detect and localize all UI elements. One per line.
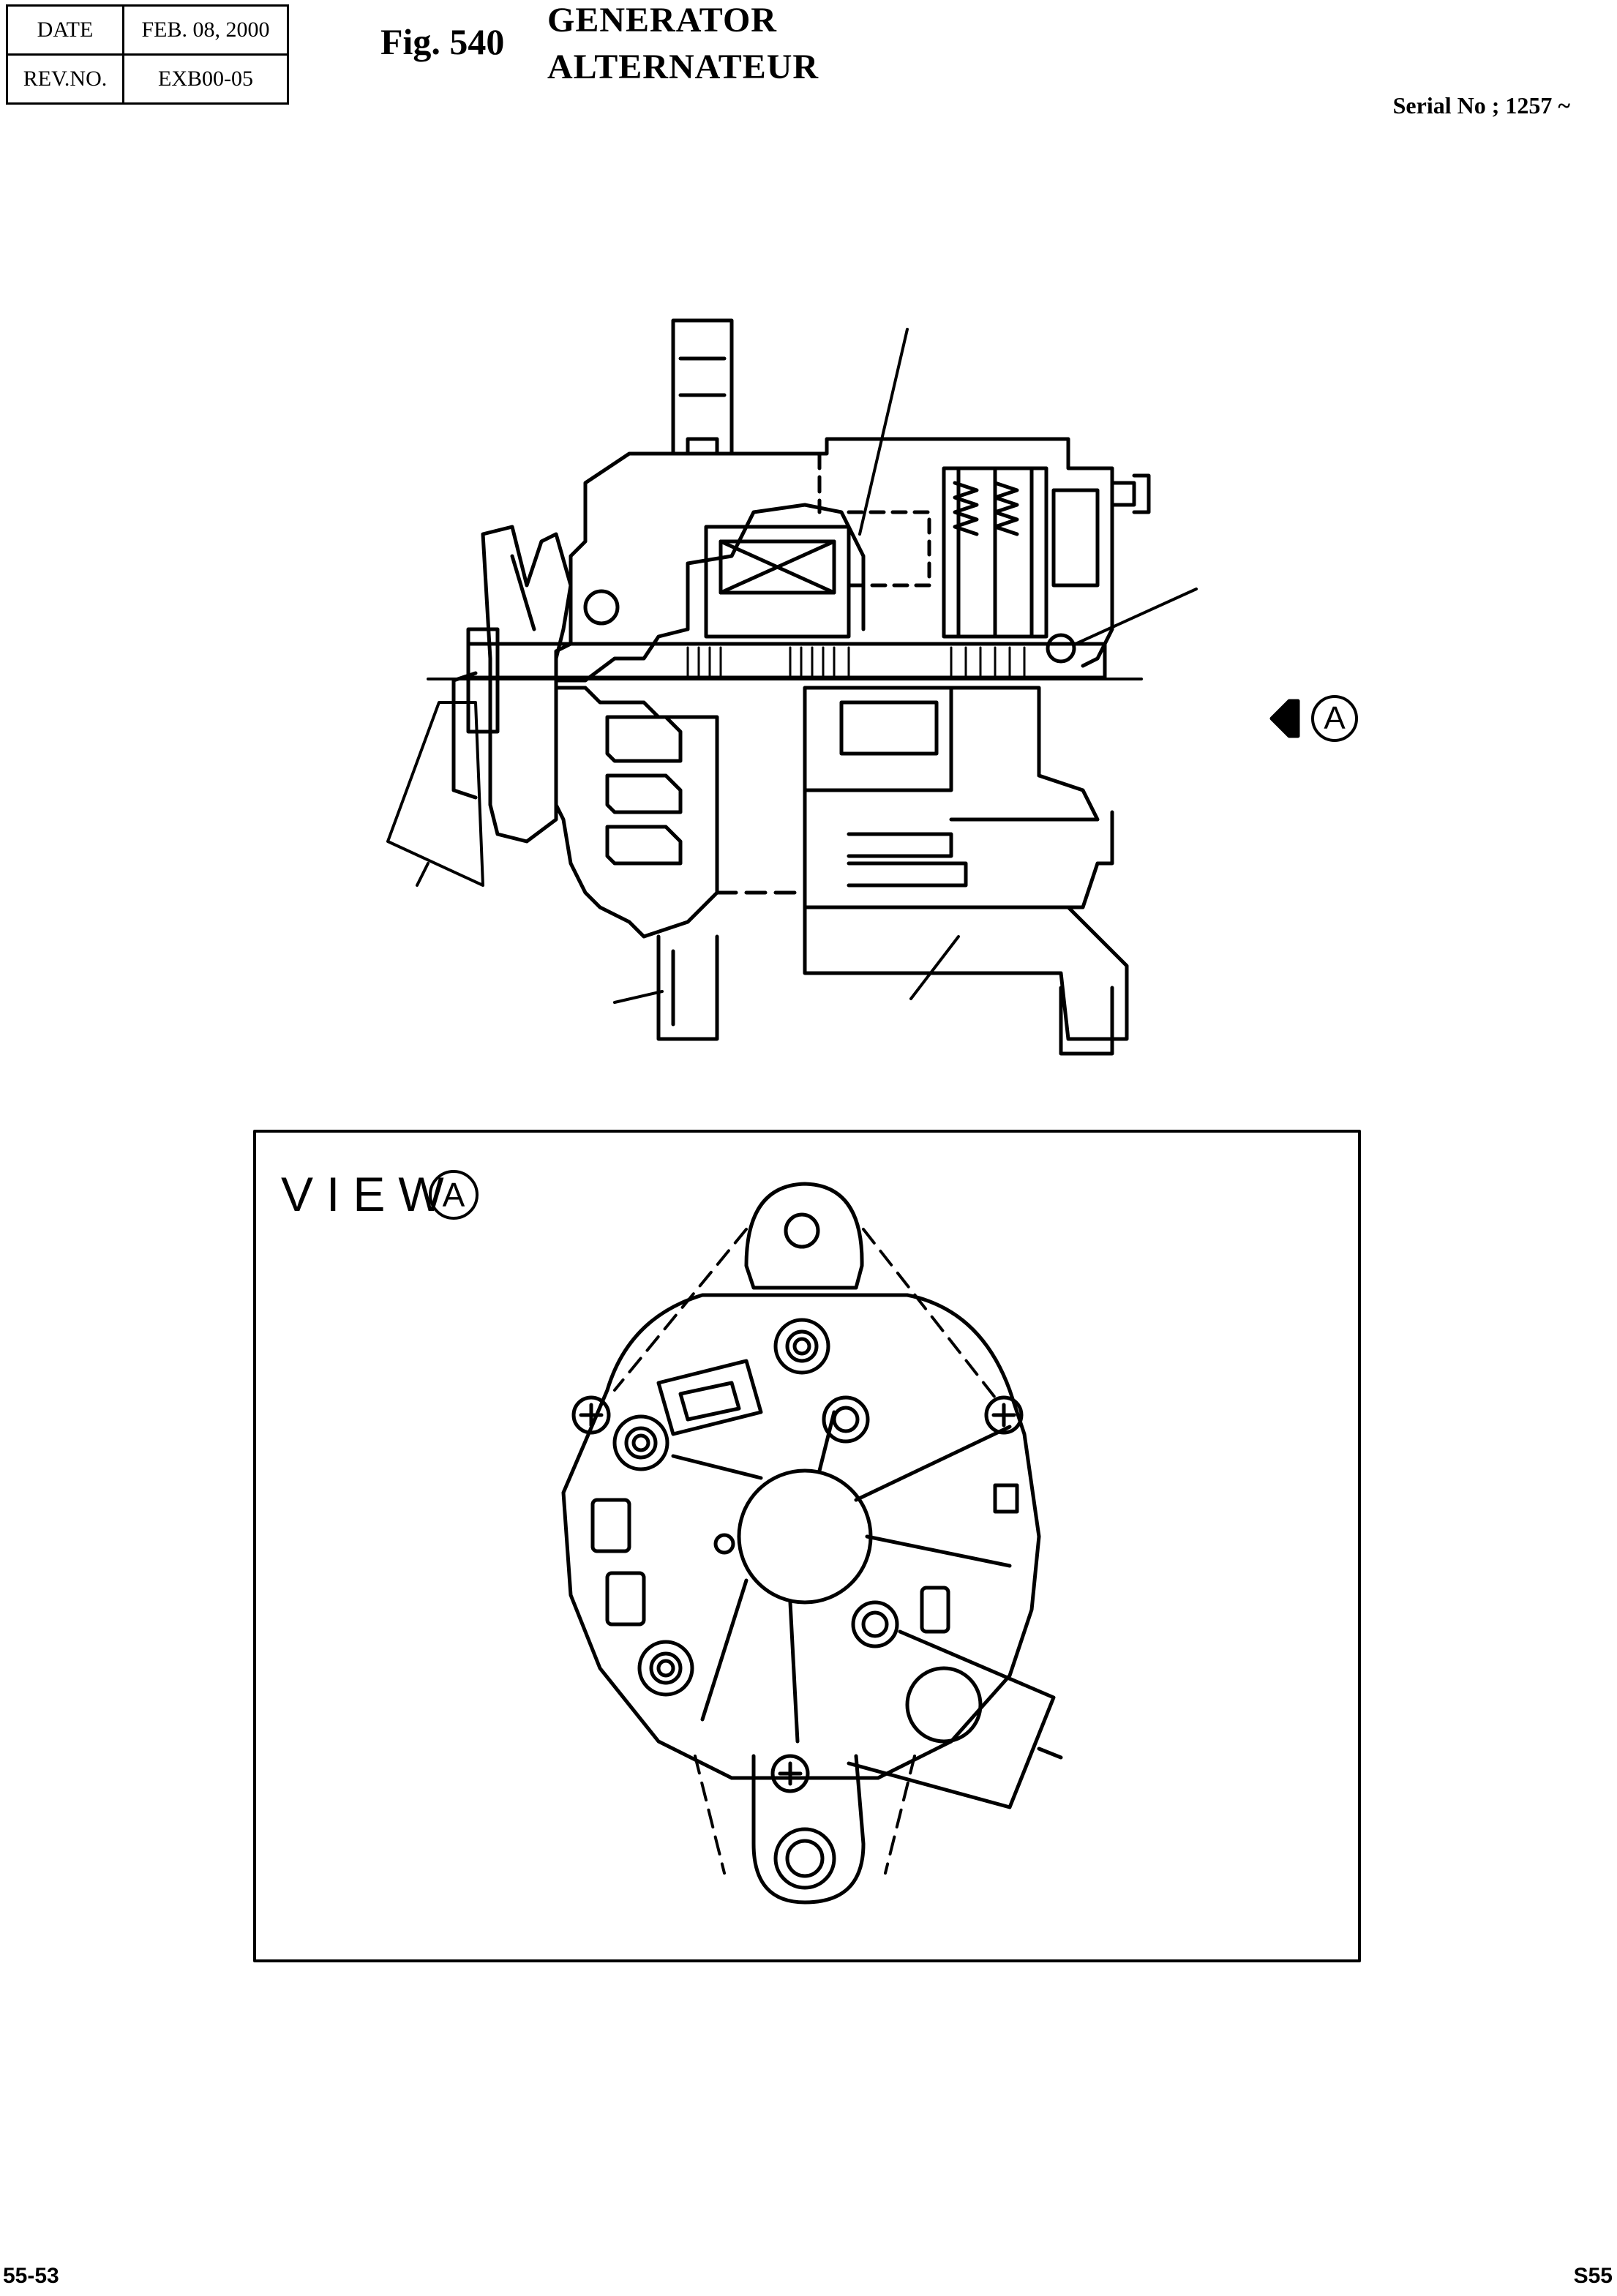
title-english: GENERATOR xyxy=(547,1,777,40)
rev-label: REV.NO. xyxy=(6,53,124,105)
date-label: DATE xyxy=(6,4,124,56)
generator-rear-view xyxy=(561,1182,1063,1905)
view-arrow-letter: A xyxy=(1324,700,1346,736)
view-label-text: VIEW xyxy=(281,1167,457,1221)
revision-table: DATE FEB. 08, 2000 REV.NO. EXB00-05 xyxy=(6,4,289,105)
view-label-letter: A xyxy=(442,1176,465,1214)
view-label-circle xyxy=(429,1170,479,1220)
date-value: FEB. 08, 2000 xyxy=(122,4,289,56)
rev-value: EXB00-05 xyxy=(122,53,289,105)
generator-section-view xyxy=(386,318,1198,1056)
rev-row: REV.NO. EXB00-05 xyxy=(6,53,289,105)
figure-number: Fig. 540 xyxy=(380,21,505,62)
title-french: ALTERNATEUR xyxy=(547,48,819,86)
date-row: DATE FEB. 08, 2000 xyxy=(6,4,289,56)
view-a-indicator xyxy=(1269,695,1358,742)
view-a-frame xyxy=(253,1130,1361,1962)
serial-number: Serial No ; 1257 ~ xyxy=(1392,92,1570,119)
page-number-right: S55 xyxy=(1573,2264,1613,2288)
view-label: VIEW xyxy=(281,1166,457,1222)
page-number-left: 55-53 xyxy=(3,2264,59,2288)
